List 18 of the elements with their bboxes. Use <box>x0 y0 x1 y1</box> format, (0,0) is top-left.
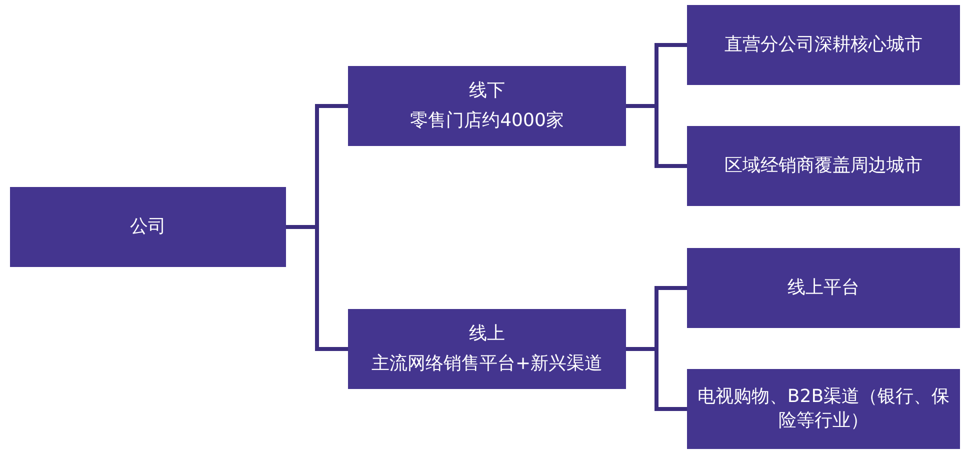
box-text: 区域经销商覆盖周边城市 <box>724 154 922 178</box>
process-box <box>687 5 960 85</box>
process-box <box>348 66 626 146</box>
box-heading: 线下 <box>469 78 505 103</box>
box-text: 线上平台 <box>788 276 860 300</box>
connector-line <box>626 104 687 168</box>
process-box <box>687 369 960 449</box>
process-box <box>687 126 960 206</box>
box-text: 零售门店约4000家 <box>410 109 564 133</box>
process-box <box>10 187 286 267</box>
box-heading: 线上 <box>469 322 505 346</box>
box-text: 公司 <box>130 214 166 239</box>
box-text: 电视购物、B2B渠道（银行、保险等行业） <box>696 384 951 433</box>
process-box <box>348 309 626 389</box>
box-text: 主流网络销售平台+新兴渠道 <box>371 352 603 376</box>
process-box <box>687 248 960 328</box>
connector-line <box>626 347 687 411</box>
box-text: 直营分公司深耕核心城市 <box>724 32 922 57</box>
